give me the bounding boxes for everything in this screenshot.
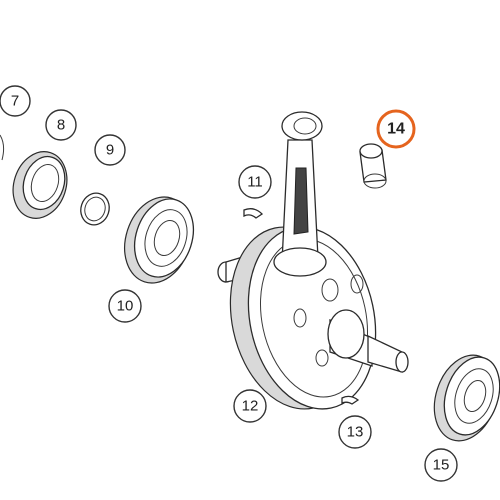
callout-10[interactable]: 10 [108,289,142,323]
part-13-key [341,395,360,405]
svg-text:12: 12 [242,398,259,415]
callout-9[interactable]: 9 [94,134,126,166]
svg-text:15: 15 [433,457,450,474]
callout-15[interactable]: 15 [424,448,458,482]
part-11-woodruff-key [243,208,264,219]
callout-14-highlighted[interactable]: 14 [376,109,416,149]
part-7-edge [0,134,5,161]
svg-text:14: 14 [387,121,405,138]
callout-11[interactable]: 11 [238,165,272,199]
svg-text:7: 7 [11,93,19,110]
svg-text:9: 9 [106,142,114,159]
part-15-ball-bearing [433,354,500,442]
part-9-o-ring [80,192,110,226]
callout-12[interactable]: 12 [233,389,267,423]
svg-text:8: 8 [57,117,65,134]
svg-text:13: 13 [347,424,364,441]
part-10-ball-bearing [124,196,195,284]
part-12-crankshaft [217,111,409,410]
part-14-bushing [359,143,387,189]
svg-text:11: 11 [247,174,263,191]
callout-7[interactable]: 7 [0,85,31,117]
part-8-seal-ring [12,151,68,219]
callout-13[interactable]: 13 [338,415,372,449]
svg-text:10: 10 [117,298,134,315]
callout-8[interactable]: 8 [45,109,77,141]
